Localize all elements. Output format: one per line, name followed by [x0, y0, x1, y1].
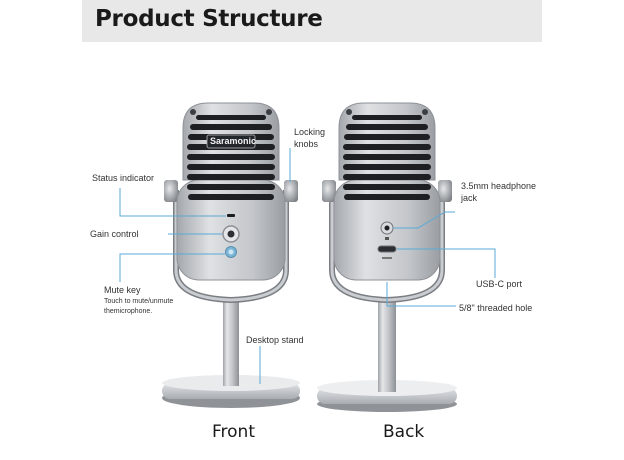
back-left-knob — [322, 180, 336, 202]
label-threaded-hole: 5/8" threaded hole — [459, 303, 533, 313]
callout-status-indicator — [119, 188, 226, 217]
callout-mute-key — [119, 253, 225, 282]
label-mute-desc-line2: themicrophone. — [104, 308, 153, 315]
front-yoke-highlight — [174, 190, 288, 302]
headphone-jack-hole — [384, 225, 390, 231]
callout-threaded-hole — [386, 282, 456, 307]
page-title: Product Structure — [95, 6, 323, 32]
mute-key-center — [228, 249, 234, 255]
gain-knob-center — [227, 230, 235, 238]
status-indicator-led — [227, 214, 235, 217]
label-status-indicator: Status indicator — [92, 173, 155, 183]
back-grille — [343, 115, 431, 200]
back-head — [338, 102, 436, 181]
back-microphone — [317, 102, 457, 412]
label-usb-c-port: USB-C port — [476, 279, 523, 289]
front-right-knob — [284, 180, 298, 202]
label-headphone-jack-line1: 3.5mm headphone — [461, 181, 537, 191]
front-screw — [190, 109, 196, 115]
caption-front: Front — [212, 422, 255, 442]
callout-headphone-jack — [393, 211, 455, 229]
label-desktop-stand: Desktop stand — [246, 335, 304, 345]
back-right-knob — [438, 180, 452, 202]
label-mute-desc-line1: Touch to mute/unmute — [104, 298, 174, 305]
usb-c-port — [377, 245, 397, 253]
label-headphone-jack-line2: jack — [461, 193, 478, 203]
front-brand-plate — [206, 134, 256, 149]
back-stand-pole — [378, 300, 396, 392]
front-stand-pole — [223, 300, 239, 386]
usb-c-mark — [382, 257, 392, 259]
caption-back: Back — [383, 422, 425, 442]
back-screw — [422, 109, 428, 115]
callout-usb-c-port — [397, 248, 496, 278]
front-grille — [187, 115, 275, 200]
label-gain-control: Gain control — [90, 229, 139, 239]
label-locking-knobs-line1: Locking — [294, 127, 326, 137]
callout-lines — [119, 148, 496, 384]
brand-logo-text: Saramonic — [210, 136, 257, 146]
front-screw — [266, 109, 272, 115]
label-locking-knobs-line2: knobs — [294, 139, 319, 149]
back-screw — [346, 109, 352, 115]
label-mute-key: Mute key — [104, 285, 141, 295]
front-microphone — [162, 102, 300, 408]
front-left-knob — [164, 180, 178, 202]
headphone-jack-mark — [385, 237, 389, 240]
header-bar: Product Structure — [82, 0, 542, 42]
